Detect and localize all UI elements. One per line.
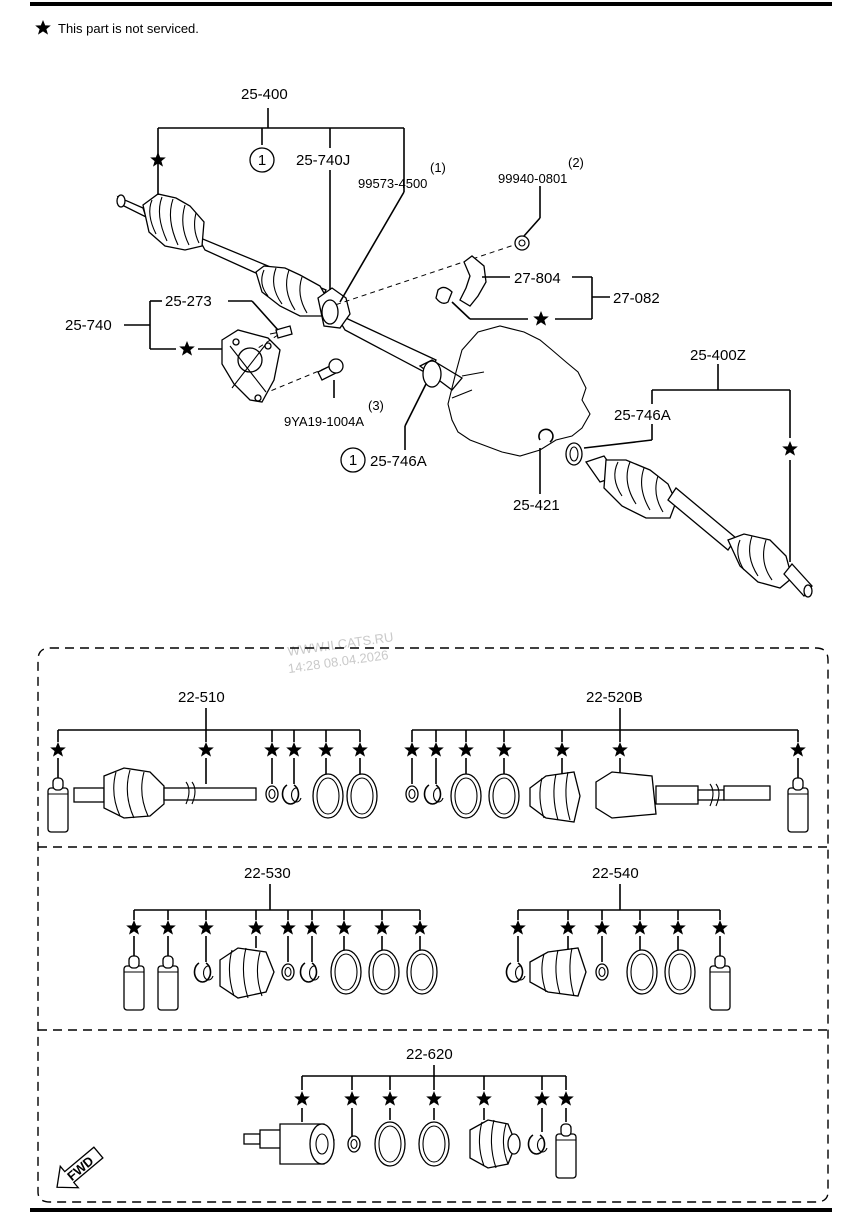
grease-bottle-icon (709, 955, 731, 1011)
right-driveshaft (584, 455, 813, 598)
circlip-icon (265, 785, 279, 803)
clamp-ring-icon (330, 949, 362, 995)
label-25-273: 25-273 (165, 293, 212, 310)
kit-22-510: 22-510 (47, 689, 378, 833)
label-25-400: 25-400 (241, 86, 288, 103)
label-27-082: 27-082 (613, 290, 660, 307)
oring-right (565, 442, 583, 466)
clamp-ring-icon (346, 773, 378, 819)
label-9YA19-1004A: 9YA19-1004A (284, 414, 364, 429)
label-99940-0801: 99940-0801 (498, 171, 567, 186)
label-25-400Z: 25-400Z (690, 347, 746, 364)
clip-icon (299, 962, 320, 983)
star-icon (782, 441, 798, 456)
svg-text:22-540: 22-540 (592, 865, 639, 882)
left-driveshaft (116, 193, 463, 391)
fwd-arrow-icon: FWD (56, 1146, 104, 1189)
circlip-icon (595, 963, 609, 981)
label-9YA19-qty: (3) (368, 398, 384, 413)
circlip-icon (347, 1135, 361, 1153)
label-25-740: 25-740 (65, 317, 112, 334)
nut-99940 (514, 235, 530, 251)
clamp-ring-icon (374, 1121, 406, 1167)
clip-icon (527, 1134, 548, 1155)
label-25-421: 25-421 (513, 497, 560, 514)
svg-text:22-510: 22-510 (178, 689, 225, 706)
grease-bottle-icon (123, 955, 145, 1011)
callout-circle-1a: 1 (249, 147, 275, 173)
circlip-icon (405, 785, 419, 803)
star-icon (179, 341, 195, 356)
clip-icon (281, 784, 302, 805)
top-leaders (124, 108, 791, 562)
svg-text:1: 1 (349, 452, 357, 469)
clamp-ring-icon (664, 949, 696, 995)
top-rule (30, 2, 832, 6)
grease-bottle-icon (157, 955, 179, 1011)
bearing-bracket (221, 329, 281, 403)
watermark: WWW.ILCATS.RU 14:28 08.04.2026 (287, 629, 395, 676)
label-25-740J: 25-740J (296, 152, 350, 169)
bottom-rule (30, 1208, 832, 1212)
kit-box (37, 647, 829, 1203)
clamp-ring-icon (450, 773, 482, 819)
clip-icon (505, 962, 526, 983)
label-27-804: 27-804 (514, 270, 561, 287)
label-25-746A-right: 25-746A (614, 407, 671, 424)
svg-text:1: 1 (258, 152, 266, 169)
clamp-ring-icon (418, 1121, 450, 1167)
grease-bottle-icon (47, 777, 69, 833)
legend-text: This part is not serviced. (58, 21, 199, 36)
clamp-ring-icon (626, 949, 658, 995)
clamp-ring-icon (312, 773, 344, 819)
svg-text:22-620: 22-620 (406, 1046, 453, 1063)
kit-22-520B: 22-520B (404, 689, 809, 833)
clamp-ring-icon (488, 773, 520, 819)
kit-22-620: 22-620 (243, 1046, 577, 1179)
label-25-746A-left: 25-746A (370, 453, 427, 470)
circlip-icon (281, 963, 295, 981)
svg-text:22-520B: 22-520B (586, 689, 643, 706)
star-icon (533, 311, 549, 326)
legend-star-icon (35, 20, 51, 35)
callout-circle-1b: 1 (340, 447, 366, 473)
clamp-ring-icon (406, 949, 438, 995)
label-99573-qty: (1) (430, 160, 446, 175)
kit-22-540: 22-540 (505, 865, 731, 1011)
oring-left (422, 360, 442, 388)
clip-icon (423, 784, 444, 805)
heat-insulator (459, 255, 487, 307)
clip-25-421 (538, 428, 554, 443)
clamp-ring-icon (368, 949, 400, 995)
kit-22-530: 22-530 (123, 865, 438, 1011)
grease-bottle-icon (787, 777, 809, 833)
svg-text:22-530: 22-530 (244, 865, 291, 882)
clip-icon (193, 962, 214, 983)
transmission-case (447, 325, 591, 457)
label-99573-4500: 99573-4500 (358, 176, 427, 191)
grease-bottle-icon (555, 1123, 577, 1179)
label-99940-qty: (2) (568, 155, 584, 170)
